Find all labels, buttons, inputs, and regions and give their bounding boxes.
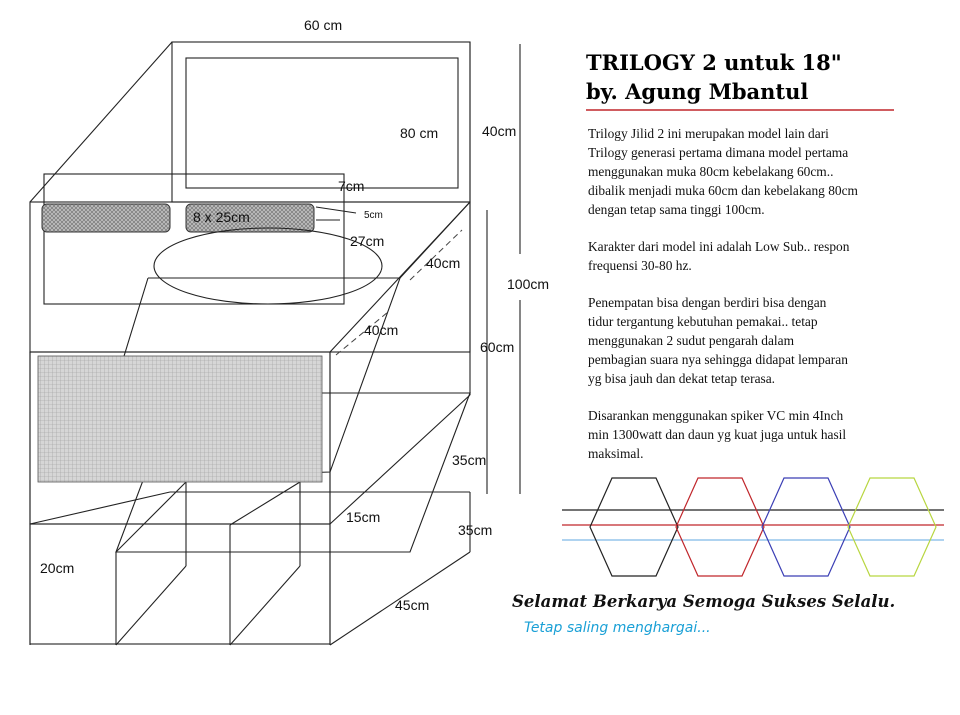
label-port-gap: 5cm	[364, 210, 383, 221]
top-inner-panel	[185, 57, 459, 189]
port-gap-marker	[315, 206, 357, 214]
label-top-depth: 40cm	[482, 123, 516, 139]
hexagon-blue	[761, 477, 851, 577]
description-paragraph: Penempatan bisa dengan berdiri bisa deng…	[588, 295, 848, 386]
top-back-panel	[171, 41, 471, 203]
grille-mesh	[37, 355, 323, 483]
hexagon-red	[675, 477, 765, 577]
label-port-height: 7cm	[338, 178, 364, 194]
sub-motto: Tetap saling menghargai...	[524, 620, 711, 636]
label-base-depth-b: 35cm	[458, 522, 492, 538]
base-front	[29, 523, 331, 645]
hexagon-logo	[562, 477, 944, 577]
port-right	[185, 203, 315, 233]
port-left	[41, 203, 171, 233]
description-paragraph: Karakter dari model ini adalah Low Sub..…	[588, 239, 850, 273]
label-base-15: 15cm	[346, 509, 380, 525]
label-upper-height: 60cm	[480, 339, 514, 355]
dimension-labels: 60 cm 80 cm 40cm 7cm 8 x 25cm 5cm 27cm 4…	[40, 17, 549, 613]
cabinet-linework	[29, 41, 521, 646]
label-base-height: 20cm	[40, 560, 74, 576]
hexagon-dark	[589, 477, 679, 577]
page-title: TRILOGY 2 untuk 18" by. Agung Mbantul	[586, 48, 916, 106]
description-paragraph: Trilogy Jilid 2 ini merupakan model lain…	[588, 126, 858, 217]
label-top-width: 60 cm	[304, 17, 342, 33]
label-mid-depth-lower: 40cm	[364, 322, 398, 338]
label-base-width: 45cm	[395, 597, 429, 613]
title-line-2: by. Agung Mbantul	[586, 79, 809, 104]
label-mid-depth-upper: 40cm	[426, 255, 460, 271]
dashed-dimension-lines	[335, 229, 463, 356]
label-driver-diameter: 27cm	[350, 233, 384, 249]
label-port-size: 8 x 25cm	[193, 209, 250, 225]
motto: Selamat Berkarya Semoga Sukses Selalu.	[512, 592, 896, 611]
label-base-depth-a: 35cm	[452, 452, 486, 468]
description-paragraph: Disarankan menggunakan spiker VC min 4In…	[588, 408, 847, 461]
hexagon-lime	[847, 477, 937, 577]
front-baffle-outline	[43, 173, 345, 305]
description: Trilogy Jilid 2 ini merupakan model lain…	[588, 124, 938, 481]
driver-ellipse	[153, 227, 383, 305]
label-total-height: 100cm	[507, 276, 549, 292]
label-front-width: 80 cm	[400, 125, 438, 141]
title-line-1: TRILOGY 2 untuk 18"	[586, 50, 842, 75]
